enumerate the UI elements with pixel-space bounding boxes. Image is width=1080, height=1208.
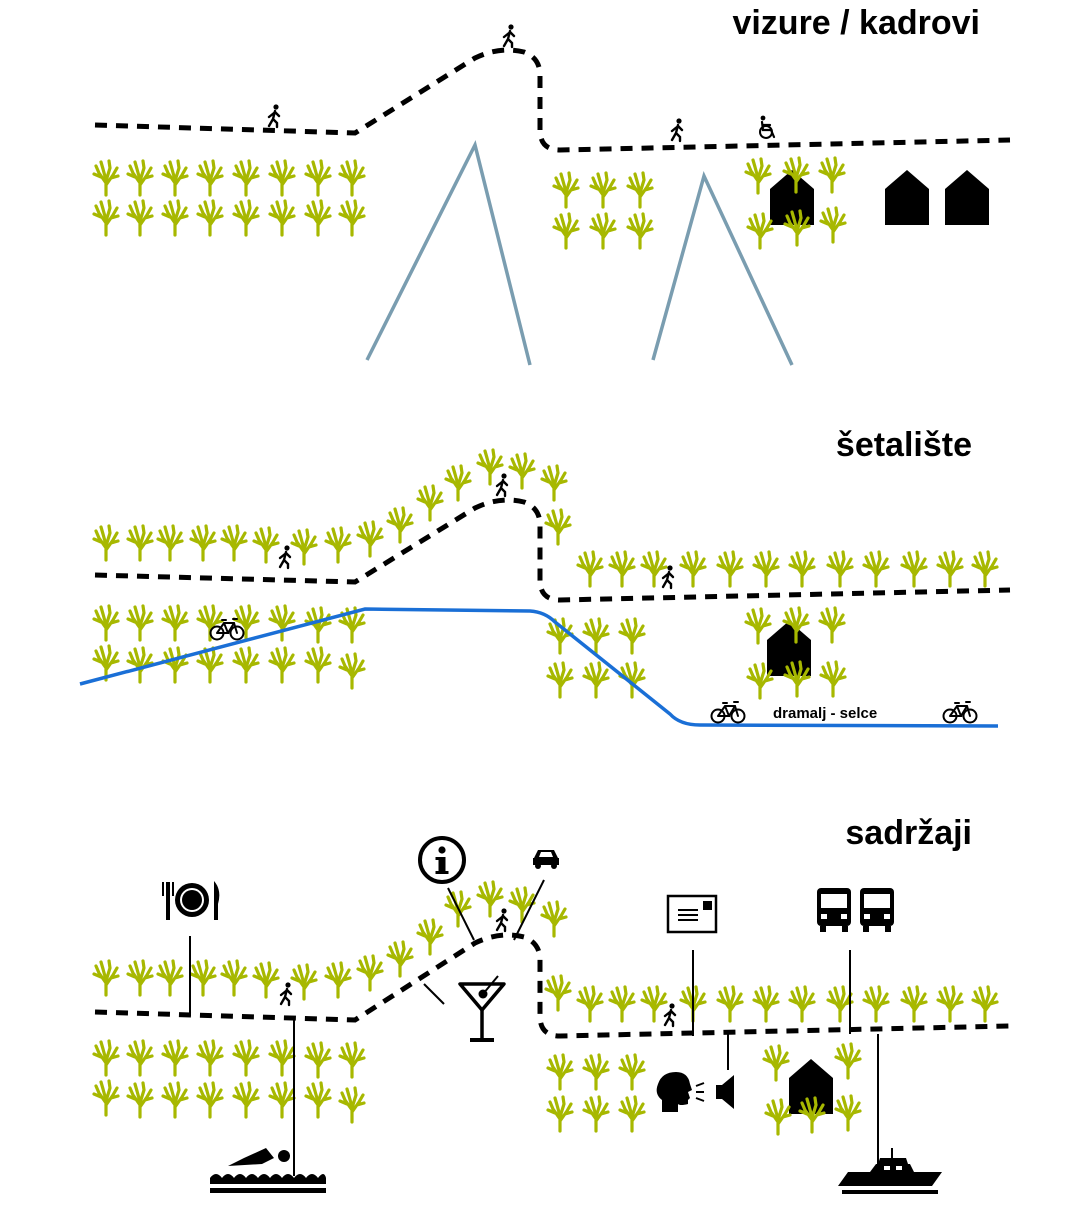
bus-icon — [860, 888, 894, 932]
panel-contents: sadržaji — [0, 780, 1080, 1208]
boat-icon — [838, 1148, 942, 1194]
view-cone — [365, 139, 532, 366]
bus-icon — [817, 888, 851, 932]
pedestrian-icon — [670, 117, 684, 143]
view-cone — [651, 170, 794, 366]
promenade-diagram: dramalj - selce — [79, 448, 1011, 728]
swimming-icon — [210, 1148, 326, 1193]
building — [945, 170, 989, 225]
pedestrian-icon — [663, 1002, 677, 1028]
panel-views: vizure / kadrovi — [0, 0, 1080, 400]
wheelchair-icon — [758, 114, 776, 140]
restaurant-icon — [162, 881, 220, 920]
bike-route-label: dramalj - selce — [773, 705, 877, 722]
walking-path — [94, 497, 1011, 603]
panel-title: vizure / kadrovi — [732, 4, 980, 42]
views-diagram — [92, 23, 1011, 366]
tree-grove — [546, 617, 646, 699]
pedestrian-icon — [267, 103, 281, 129]
walking-path — [94, 932, 1011, 1039]
info-icon — [418, 836, 466, 884]
tree-grove — [546, 1053, 646, 1133]
tree-grove — [552, 171, 654, 250]
contents-diagram — [92, 836, 1011, 1194]
bike-route — [79, 607, 999, 728]
car-icon — [533, 850, 559, 869]
pedestrian-icon — [495, 472, 509, 498]
leader-lines — [189, 879, 879, 1176]
cocktail-icon — [458, 975, 506, 1042]
pedestrian-icon — [502, 23, 516, 49]
walking-path — [94, 47, 1011, 153]
building — [885, 170, 929, 225]
pedestrian-icon — [279, 981, 293, 1007]
bicycle-icon — [710, 701, 746, 724]
tree-grove — [92, 159, 366, 237]
panel-title: sadržaji — [845, 814, 972, 852]
speaking-head-icon — [656, 1072, 705, 1112]
panel-promenade: šetalište dramalj - selce — [0, 400, 1080, 780]
mail-icon — [666, 894, 718, 934]
tree-grove — [92, 1039, 366, 1124]
bicycle-icon — [942, 701, 978, 724]
speaker-icon — [716, 1075, 734, 1109]
tree-grove — [92, 448, 999, 588]
panel-title: šetalište — [835, 426, 972, 464]
building — [789, 1059, 833, 1114]
pedestrian-icon — [278, 544, 292, 570]
pedestrian-icon — [495, 907, 509, 933]
